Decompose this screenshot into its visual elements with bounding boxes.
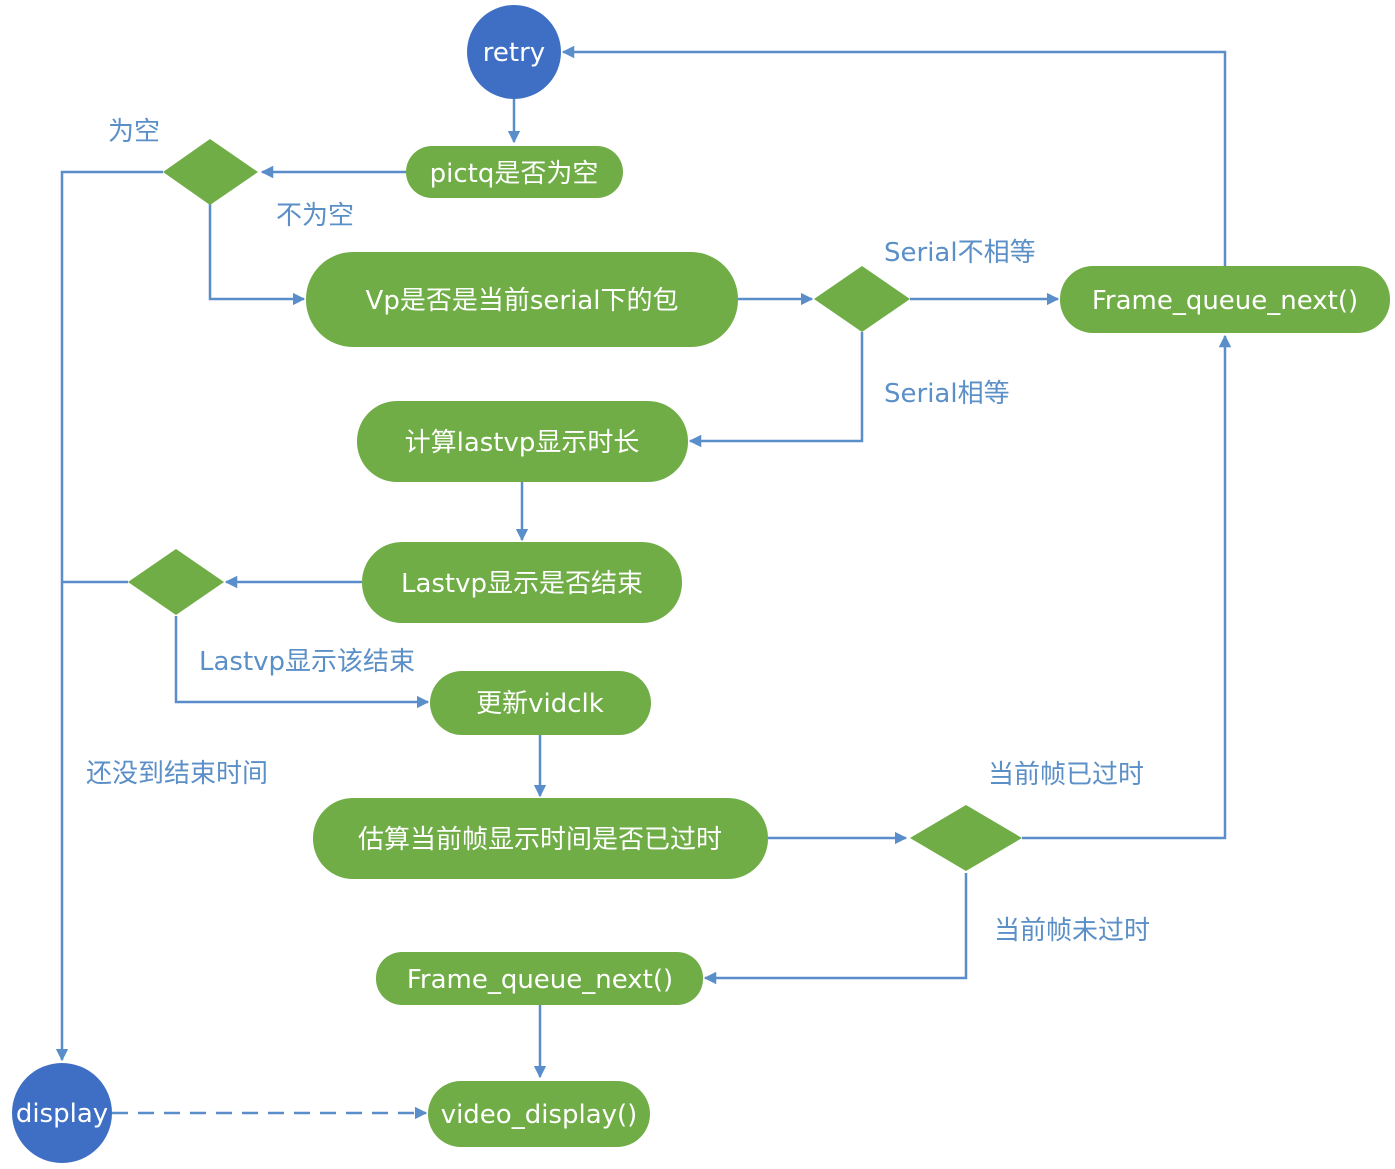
edge-lastvp-should-end: [174, 616, 430, 709]
display-node: display: [12, 1063, 112, 1163]
frame-queue-next-bottom-node: Frame_queue_next(): [376, 952, 703, 1005]
label-empty: 为空: [108, 117, 160, 147]
update-vidclk-node: 更新vidclk: [430, 671, 651, 735]
video-display-label: video_display(): [441, 1100, 638, 1130]
edge-current-not-expired: [703, 873, 968, 985]
vp-serial-node: Vp是否是当前serial下的包: [306, 252, 738, 347]
calc-lastvp-node: 计算lastvp显示时长: [357, 401, 688, 482]
decision-pictq-empty: [163, 139, 258, 205]
edge-not-empty-to-vp: [208, 204, 306, 306]
edges: [55, 45, 1232, 1120]
estimate-expired-label: 估算当前帧显示时间是否已过时: [358, 825, 722, 855]
display-label: display: [16, 1099, 108, 1129]
estimate-expired-node: 估算当前帧显示时间是否已过时: [313, 798, 768, 879]
edge-labels: 为空 不为空 Serial不相等 Serial相等 Lastvp显示该结束 还没…: [86, 117, 1150, 946]
edge-serial-equal: [688, 332, 864, 448]
edge-empty-to-display: [55, 170, 163, 1062]
lastvp-done-label: Lastvp显示是否结束: [401, 569, 643, 599]
label-lastvp-should-end: Lastvp显示该结束: [199, 647, 415, 677]
retry-node: retry: [467, 5, 561, 99]
label-serial-equal: Serial相等: [884, 379, 1010, 409]
update-vidclk-label: 更新vidclk: [476, 689, 604, 719]
pictq-empty-node: pictq是否为空: [406, 146, 623, 198]
edge-next-to-retry: [561, 45, 1227, 266]
label-current-not-expired: 当前帧未过时: [994, 916, 1150, 946]
decision-serial: [814, 266, 910, 332]
label-current-expired: 当前帧已过时: [988, 760, 1144, 790]
retry-label: retry: [483, 38, 545, 68]
frame-queue-next-top-label: Frame_queue_next(): [1092, 286, 1358, 316]
pictq-empty-label: pictq是否为空: [430, 159, 599, 189]
frame-queue-next-top-node: Frame_queue_next(): [1060, 266, 1390, 333]
lastvp-done-node: Lastvp显示是否结束: [362, 542, 682, 623]
video-display-node: video_display(): [428, 1081, 650, 1147]
edge-current-expired: [1022, 334, 1232, 840]
label-not-end-time: 还没到结束时间: [86, 759, 268, 789]
calc-lastvp-label: 计算lastvp显示时长: [405, 428, 640, 458]
decision-frame-expired: [910, 805, 1022, 871]
decision-lastvp-end: [128, 549, 224, 615]
label-not-empty: 不为空: [276, 201, 354, 231]
frame-queue-next-bottom-label: Frame_queue_next(): [407, 965, 673, 995]
label-serial-not-equal: Serial不相等: [884, 238, 1036, 268]
vp-serial-label: Vp是否是当前serial下的包: [366, 286, 679, 316]
